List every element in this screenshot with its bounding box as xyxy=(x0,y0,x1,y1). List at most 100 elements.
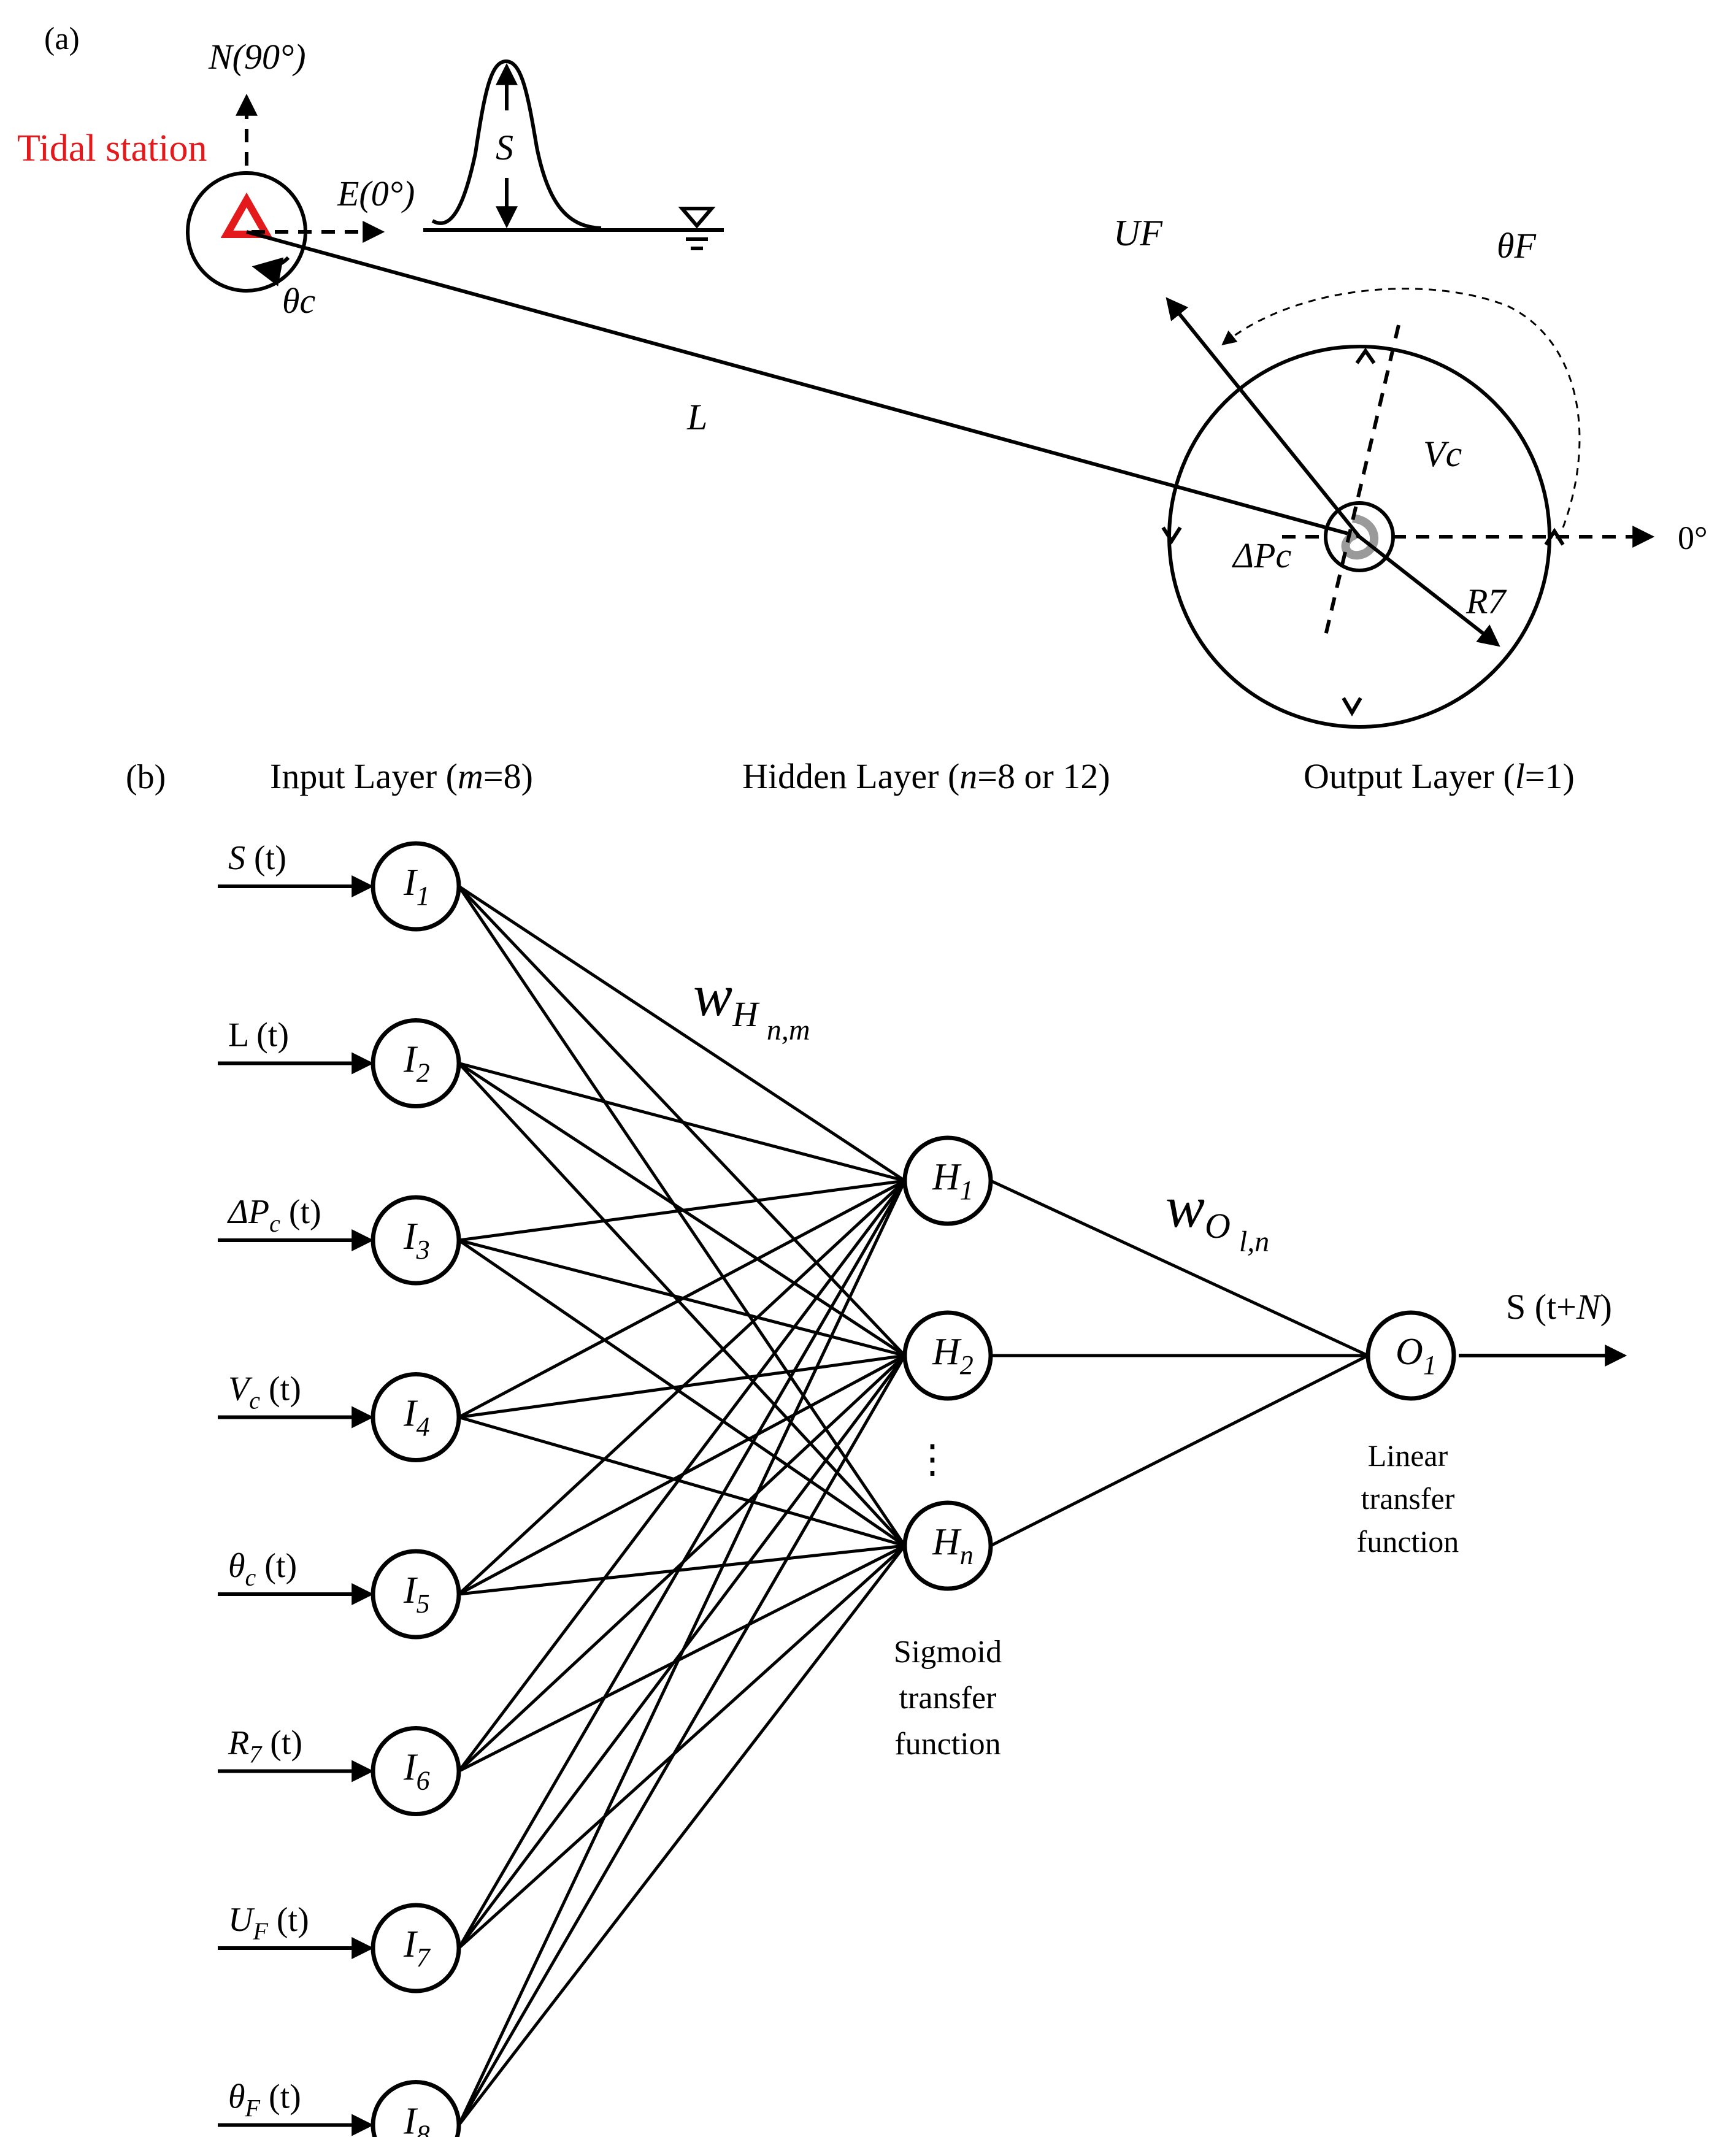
linear-caption-line3: function xyxy=(1357,1524,1459,1559)
input-node-6 xyxy=(371,1726,461,1816)
typhoon-eye-icon xyxy=(1341,514,1378,560)
output-arrow-label: S (t+N) xyxy=(1506,1287,1612,1327)
theta-c-label: θc xyxy=(282,281,315,321)
connection-input-3-hidden-1 xyxy=(458,1179,905,1242)
input-node-2 xyxy=(371,1018,461,1108)
connection-input-8-hidden-1 xyxy=(457,1180,907,2126)
water-level-icon xyxy=(678,207,716,229)
input-node-8 xyxy=(371,2080,461,2137)
connection-input-6-hidden-1 xyxy=(458,1180,906,1773)
output-node-label: O1 xyxy=(1396,1331,1437,1380)
distance-line xyxy=(246,230,1360,539)
sigmoid-caption-line2: transfer xyxy=(899,1681,997,1716)
tidal-station-icon xyxy=(220,192,273,238)
linear-caption-line1: Linear xyxy=(1368,1438,1448,1473)
input-node-2-label: I2 xyxy=(403,1039,430,1088)
connection-input-8-hidden-3 xyxy=(458,1544,906,2127)
wind-speed-label: Vc xyxy=(1423,434,1462,474)
input-arrows: S (t) L (t) ΔPc (t) Vc (t) θc (t) R7 (t) UF (t… xyxy=(218,839,374,2136)
hidden-layer-header: Hidden Layer (n=8 or 12) xyxy=(742,756,1110,796)
connection-input-1-hidden-1 xyxy=(458,884,906,1183)
input-node-5 xyxy=(371,1549,461,1640)
input-node-6-label: I6 xyxy=(403,1747,430,1796)
output-node xyxy=(1365,1310,1456,1401)
circulation-arrow-right xyxy=(1544,528,1565,546)
radius-arrow xyxy=(1358,535,1500,647)
input-node-7 xyxy=(371,1903,461,1993)
input-node-8-label: I8 xyxy=(403,2101,430,2137)
input-label-8: θF (t) xyxy=(228,2078,301,2122)
hidden-node-1-label: H1 xyxy=(932,1156,974,1205)
panel-a-label: (a) xyxy=(44,21,80,56)
sigmoid-caption-line1: Sigmoid xyxy=(894,1635,1002,1670)
input-label-6: R7 (t) xyxy=(228,1724,302,1768)
hidden-node-3-label: Hn xyxy=(932,1521,974,1570)
input-node-3 xyxy=(371,1195,461,1286)
surge-label: S xyxy=(496,128,513,167)
input-node-1-label: I1 xyxy=(403,862,430,911)
connection-input-2-hidden-1 xyxy=(458,1062,905,1183)
connection-hidden-3-output xyxy=(989,1354,1369,1548)
pressure-label: ΔPc xyxy=(1232,535,1291,575)
linear-caption-line2: transfer xyxy=(1361,1481,1455,1516)
sigmoid-caption-line3: function xyxy=(894,1727,1001,1762)
input-label-5: θc (t) xyxy=(228,1547,297,1591)
circulation-arrow-left xyxy=(1161,526,1182,545)
network-connections xyxy=(457,884,1369,2127)
radius-label: R7 xyxy=(1465,581,1507,621)
hidden-node-2 xyxy=(902,1310,993,1401)
hidden-ellipsis: ⋮ xyxy=(913,1437,952,1481)
hidden-node-2-label: H2 xyxy=(932,1331,974,1380)
connection-input-8-hidden-2 xyxy=(457,1354,907,2126)
input-node-7-label: I7 xyxy=(403,1924,431,1973)
input-node-3-label: I3 xyxy=(403,1216,430,1265)
connection-input-4-hidden-3 xyxy=(458,1416,905,1548)
north-label: N(90°) xyxy=(208,37,306,77)
east-label: E(0°) xyxy=(337,174,415,213)
panel-b-label: (b) xyxy=(126,758,166,796)
input-node-4 xyxy=(371,1372,461,1462)
circulation-arrow-bottom xyxy=(1342,697,1362,716)
circulation-arrow-top xyxy=(1355,347,1376,364)
surge-curve xyxy=(431,59,602,230)
theta-f-label: θF xyxy=(1497,226,1536,266)
input-label-7: UF (t) xyxy=(228,1901,309,1945)
input-label-2: L (t) xyxy=(228,1016,289,1054)
input-label-4: Vc (t) xyxy=(228,1370,301,1414)
sigmoid-caption: Sigmoid transfer function xyxy=(894,1635,1002,1762)
forward-speed-label: UF xyxy=(1113,213,1163,253)
output-layer-header: Output Layer (l=1) xyxy=(1304,756,1575,796)
connection-input-4-hidden-1 xyxy=(458,1179,906,1419)
connection-input-7-hidden-1 xyxy=(457,1180,907,1949)
forward-speed-arrow xyxy=(1166,297,1361,538)
connection-input-3-hidden-3 xyxy=(458,1238,906,1548)
connection-input-6-hidden-3 xyxy=(458,1544,906,1773)
input-label-1: S (t) xyxy=(228,839,286,877)
typhoon-diag-axis xyxy=(1323,324,1400,639)
connection-input-5-hidden-1 xyxy=(458,1180,906,1595)
connection-hidden-1-output xyxy=(989,1179,1369,1357)
input-node-1 xyxy=(371,841,461,932)
panel-b: (b) Input Layer (m=8) Hidden Layer (n=8 … xyxy=(126,756,1627,2137)
linear-caption: Linear transfer function xyxy=(1357,1438,1459,1559)
input-layer-header: Input Layer (m=8) xyxy=(270,756,533,796)
zero-degree-label: 0° xyxy=(1678,520,1708,556)
tidal-station-label: Tidal station xyxy=(17,128,207,169)
connection-input-5-hidden-3 xyxy=(458,1544,905,1596)
connection-input-1-hidden-3 xyxy=(457,885,907,1547)
hidden-node-3 xyxy=(902,1500,993,1591)
distance-label: L xyxy=(686,397,707,437)
input-node-5-label: I5 xyxy=(403,1570,430,1619)
input-label-3: ΔPc (t) xyxy=(227,1193,321,1237)
theta-c-arc xyxy=(252,256,290,286)
theta-f-arc xyxy=(1221,288,1581,528)
connection-input-7-hidden-3 xyxy=(458,1544,906,1949)
input-node-4-label: I4 xyxy=(403,1393,430,1442)
hidden-node-1 xyxy=(902,1135,993,1226)
connection-input-2-hidden-3 xyxy=(458,1062,906,1547)
panel-a: (a) N(90°) Tidal station θc E(0°) S L xyxy=(17,21,1708,729)
